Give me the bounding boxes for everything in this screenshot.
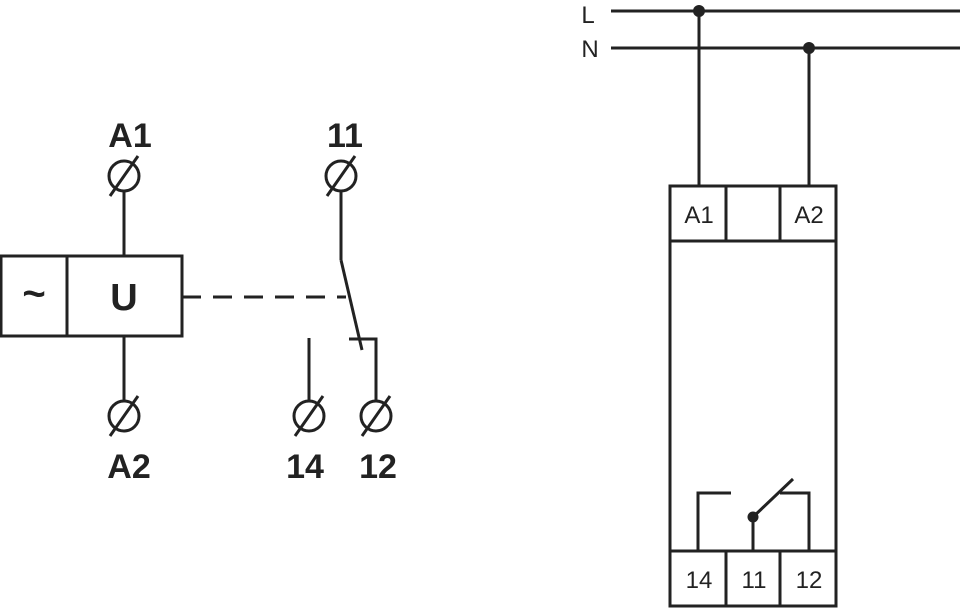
- internal-contact-symbol: [696, 477, 811, 551]
- screw-terminal-a1-icon: [107, 155, 141, 197]
- bottom-terminal-strip: [670, 549, 836, 606]
- module-terminal-a1: A1: [684, 202, 713, 229]
- line-label-l: L: [581, 2, 594, 29]
- schematic-symbol: A1 ~ U A2 11: [0, 117, 397, 486]
- module-terminal-12: 12: [796, 567, 823, 594]
- terminal-label-a1: A1: [108, 117, 151, 155]
- function-symbol: U: [110, 277, 137, 319]
- terminal-label-11: 11: [327, 117, 363, 155]
- coil-box: [0, 254, 184, 338]
- screw-terminal-a2-icon: [107, 395, 141, 437]
- module-terminal-14: 14: [686, 567, 713, 594]
- wiring-diagram: L N A1 A2 14: [581, 2, 960, 608]
- module-terminal-a2: A2: [794, 202, 823, 229]
- terminal-label-14: 14: [286, 448, 324, 486]
- screw-terminal-12-icon: [359, 395, 393, 437]
- switch-blade: [339, 259, 364, 351]
- terminal-label-12: 12: [359, 448, 397, 486]
- supply-symbol: ~: [22, 272, 45, 316]
- line-label-n: N: [581, 36, 598, 63]
- top-terminal-strip: [670, 186, 836, 243]
- module-terminal-11: 11: [742, 567, 767, 594]
- screw-terminal-11-icon: [324, 155, 358, 197]
- contact-12: [349, 337, 378, 402]
- terminal-label-a2: A2: [107, 448, 150, 486]
- screw-terminal-14-icon: [292, 395, 326, 437]
